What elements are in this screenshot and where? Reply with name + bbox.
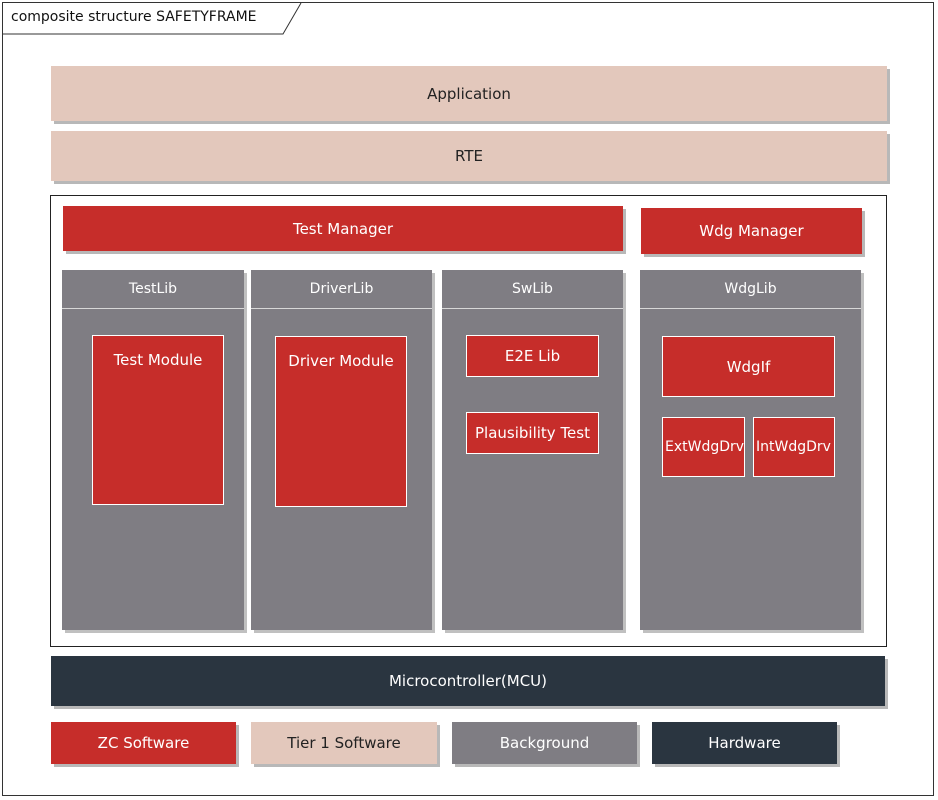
e2e-lib-label: E2E Lib <box>504 347 561 365</box>
wdg-manager-label: Wdg Manager <box>699 222 804 240</box>
legend-background: Background <box>452 722 637 764</box>
test-manager-label: Test Manager <box>292 219 394 238</box>
extwdgdrv-block[interactable]: ExtWdgDrv <box>662 417 745 477</box>
plausibility-test-block[interactable]: Plausibility Test <box>466 412 599 454</box>
legend-hardware: Hardware <box>652 722 837 764</box>
e2e-lib-block[interactable]: E2E Lib <box>466 335 599 377</box>
legend-tier1-software: Tier 1 Software <box>251 722 437 764</box>
legend-hardware-label: Hardware <box>708 734 781 752</box>
test-module-block[interactable]: Test Module <box>92 335 224 505</box>
swlib-header: SwLib <box>442 270 623 309</box>
intwdgdrv-block[interactable]: IntWdgDrv <box>753 417 835 477</box>
testlib-header: TestLib <box>62 270 244 309</box>
wdg-manager-block[interactable]: Wdg Manager <box>641 208 862 254</box>
extwdgdrv-label: ExtWdgDrv <box>665 439 745 455</box>
legend-zc-software: ZC Software <box>51 722 236 764</box>
application-layer-label: Application <box>427 84 511 103</box>
frame-title: composite structure SAFETYFRAME <box>11 9 257 25</box>
mcu-layer[interactable]: Microcontroller(MCU) <box>51 656 885 706</box>
rte-layer[interactable]: RTE <box>51 131 887 181</box>
legend-tier1-software-label: Tier 1 Software <box>287 734 401 752</box>
wdgif-label: WdgIf <box>726 357 771 376</box>
frame-tab-outline <box>3 3 302 35</box>
wdgif-block[interactable]: WdgIf <box>662 336 835 397</box>
plausibility-test-label: Plausibility Test <box>475 424 590 442</box>
legend-background-label: Background <box>499 734 590 752</box>
wdglib-header: WdgLib <box>640 270 861 309</box>
driverlib-header: DriverLib <box>251 270 432 309</box>
intwdgdrv-label: IntWdgDrv <box>756 439 831 455</box>
legend-zc-software-label: ZC Software <box>97 734 190 752</box>
driver-module-label: Driver Module <box>288 352 394 370</box>
application-layer[interactable]: Application <box>51 66 887 121</box>
mcu-layer-label: Microcontroller(MCU) <box>388 672 548 690</box>
rte-layer-label: RTE <box>455 147 483 165</box>
frame-title-tab: composite structure SAFETYFRAME <box>3 3 303 35</box>
test-module-label: Test Module <box>113 351 203 369</box>
driver-module-block[interactable]: Driver Module <box>275 336 407 507</box>
test-manager-block[interactable]: Test Manager <box>63 206 623 251</box>
